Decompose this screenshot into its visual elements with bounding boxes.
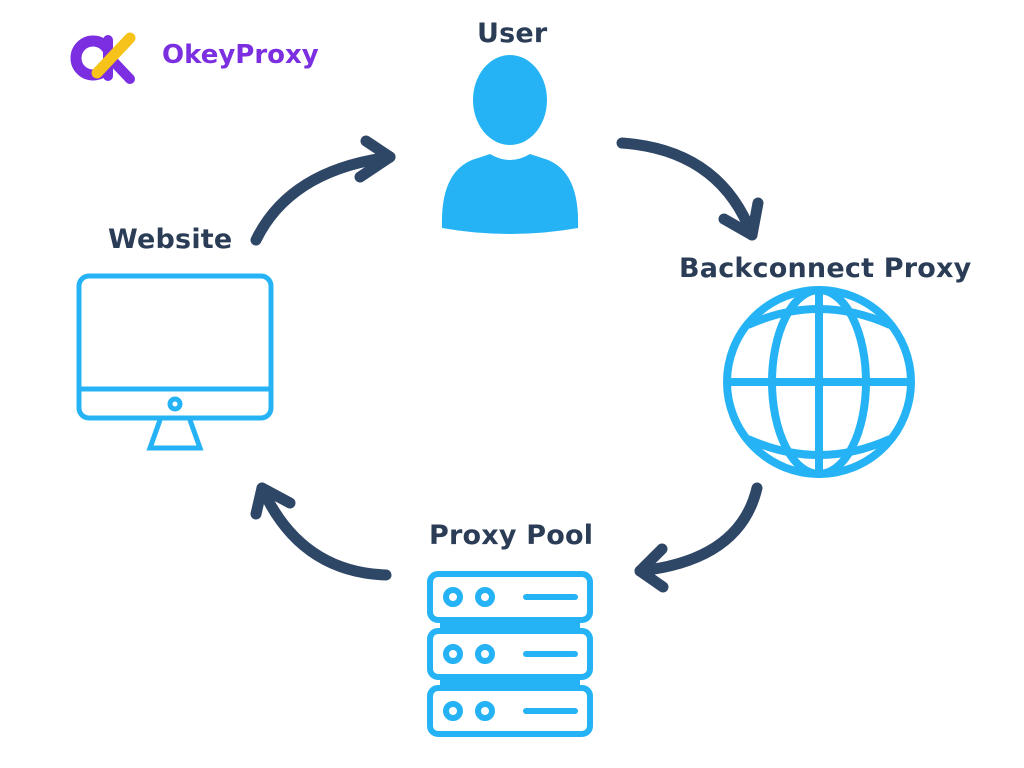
website-label: Website xyxy=(108,224,233,255)
server-stack-icon xyxy=(427,571,593,737)
arrow-backconnect-to-pool xyxy=(634,482,763,593)
proxy-pool-label: Proxy Pool xyxy=(429,520,594,551)
globe-icon xyxy=(723,286,915,478)
backconnect-proxy-label: Backconnect Proxy xyxy=(679,253,972,284)
arrow-website-to-user xyxy=(250,135,396,246)
brand-name: OkeyProxy xyxy=(162,40,319,70)
monitor-icon xyxy=(76,273,274,451)
user-icon xyxy=(441,55,579,234)
arrow-pool-to-website xyxy=(250,482,392,581)
arrow-user-to-backconnect xyxy=(616,137,764,241)
user-label: User xyxy=(477,18,548,49)
ok-logo-icon xyxy=(70,32,136,84)
